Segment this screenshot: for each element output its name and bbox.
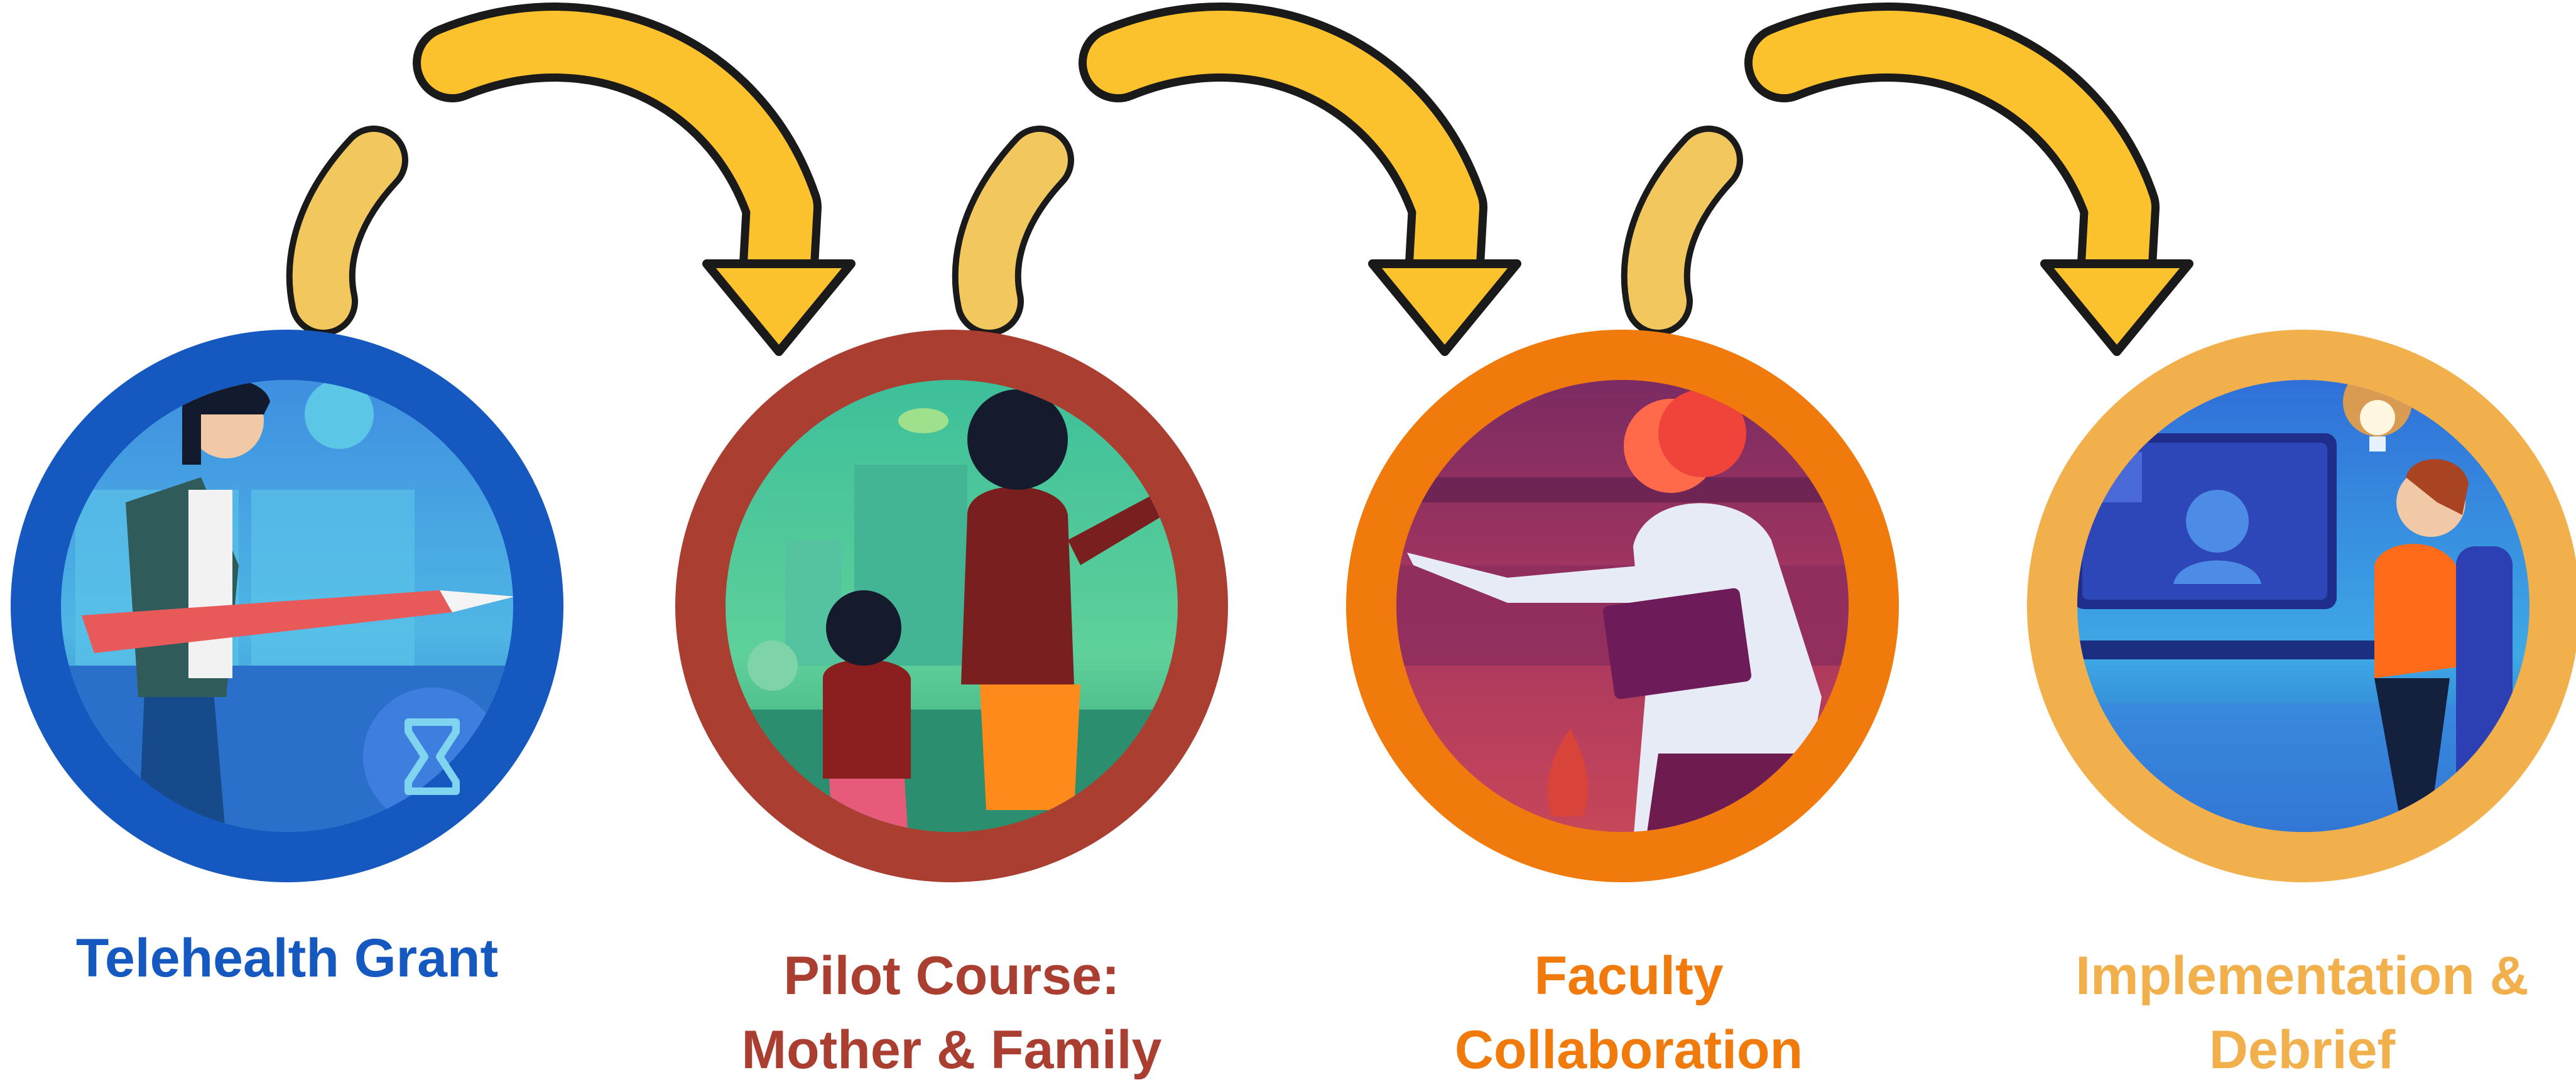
step-3-label-line-2: Collaboration	[1454, 1020, 1803, 1080]
step-label-faculty-collaboration: Faculty Collaboration	[1390, 939, 1867, 1087]
step-implementation-debrief	[2027, 330, 2576, 882]
arrow-2-head	[1368, 259, 1521, 356]
step-4-label-line-2: Debrief	[2209, 1020, 2396, 1080]
arrow-1-head	[702, 259, 856, 356]
step-label-implementation-debrief: Implementation & Debrief	[2038, 939, 2566, 1087]
person-at-computer-illustration	[2077, 380, 2530, 832]
step-label-telehealth-grant: Telehealth Grant	[48, 921, 526, 995]
arrow-1	[286, 3, 856, 356]
step-2-label-line-1: Pilot Course:	[783, 946, 1120, 1006]
step-2-label-line-2: Mother & Family	[741, 1020, 1162, 1080]
arrow-2	[952, 3, 1521, 356]
lightbulb-icon	[2360, 400, 2395, 435]
step-label-pilot-course: Pilot Course: Mother & Family	[713, 939, 1190, 1087]
step-faculty-collaboration	[1346, 330, 1899, 882]
woman-with-pen-and-hourglass-illustration	[61, 380, 513, 832]
step-1-label-line-1: Telehealth Grant	[75, 928, 499, 988]
step-telehealth-grant	[11, 330, 563, 882]
hourglass-icon	[405, 718, 460, 795]
step-4-label-line-1: Implementation &	[2075, 946, 2529, 1006]
arrow-3-head	[2040, 259, 2193, 356]
step-3-label-line-1: Faculty	[1534, 946, 1724, 1006]
arrow-3	[1621, 3, 2193, 356]
teacher-pointing-illustration	[1396, 380, 1849, 832]
step-pilot-course	[675, 330, 1228, 882]
